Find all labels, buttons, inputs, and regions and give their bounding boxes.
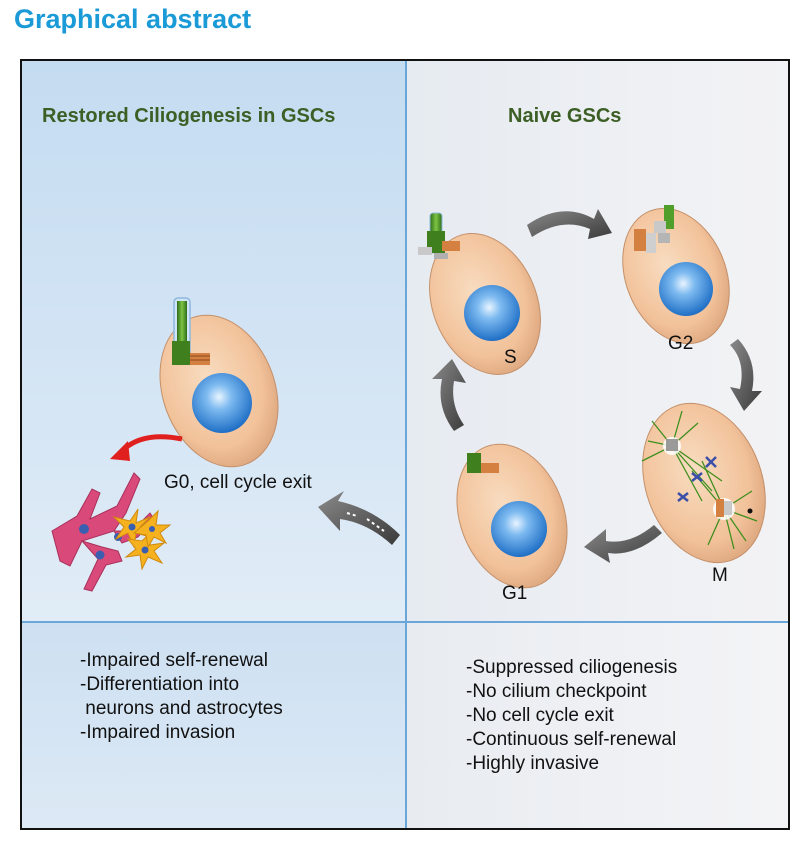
centriole-icon: [442, 241, 460, 251]
graphical-abstract-frame: Restored Ciliogenesis in GSCs Naive GSCs: [20, 59, 790, 830]
cycle-arrow-m-g1: [584, 525, 662, 563]
nucleus-icon: [491, 501, 547, 557]
centriole-icon: [481, 463, 499, 473]
list-item: -Differentiation into: [80, 674, 240, 695]
list-item: -Impaired self-renewal: [80, 650, 268, 671]
g1-phase-cell: [456, 443, 568, 589]
nucleus-icon: [192, 373, 252, 433]
astrocyte-icon: [112, 508, 172, 571]
list-item: -Impaired invasion: [80, 722, 236, 743]
list-item: -No cilium checkpoint: [466, 681, 647, 702]
cycle-arrow-g1-s: [432, 359, 466, 431]
differentiation-arrow: [120, 434, 183, 453]
centriole-icon: [190, 353, 210, 365]
cycle-arrow-g2-m: [730, 339, 762, 411]
list-item: -Suppressed ciliogenesis: [466, 657, 678, 678]
nucleus-icon: [464, 285, 520, 341]
m-label: M: [712, 565, 728, 586]
cell-cycle-diagram: G0, cell cycle exit S: [51, 205, 766, 604]
left-summary-panel: [22, 621, 406, 828]
g1-label: G1: [502, 583, 527, 604]
g2-phase-cell: [622, 205, 730, 345]
list-item: -Continuous self-renewal: [466, 729, 677, 750]
s-label: S: [504, 347, 517, 368]
s-phase-cell: [418, 212, 541, 375]
g0-cell: [159, 297, 279, 468]
vertical-divider: [405, 61, 407, 828]
list-item: -No cell cycle exit: [466, 705, 614, 726]
g2-label: G2: [668, 333, 693, 354]
cell-cycle-exit-arrow: [318, 491, 400, 545]
cycle-arrow-s-g2: [527, 209, 612, 239]
list-item: -Highly invasive: [466, 753, 600, 774]
right-outcome-list: -Suppressed ciliogenesis -No cilium chec…: [466, 656, 677, 776]
chromosome-icon: [677, 456, 717, 502]
nucleus-icon: [659, 262, 713, 316]
list-item: neurons and astrocytes: [80, 698, 283, 719]
right-section-title: Naive GSCs: [508, 105, 622, 127]
centriole-icon: [634, 229, 646, 251]
g0-label: G0, cell cycle exit: [164, 472, 313, 493]
left-outcome-list: -Impaired self-renewal -Differentiation …: [80, 649, 283, 745]
cilium-icon: [172, 297, 191, 365]
page-title: Graphical abstract: [14, 4, 252, 34]
right-summary-panel: [406, 621, 788, 828]
left-section-title: Restored Ciliogenesis in GSCs: [42, 105, 336, 127]
horizontal-divider: [22, 621, 788, 623]
m-phase-cell: [641, 402, 766, 564]
cilium-icon: [467, 453, 481, 473]
